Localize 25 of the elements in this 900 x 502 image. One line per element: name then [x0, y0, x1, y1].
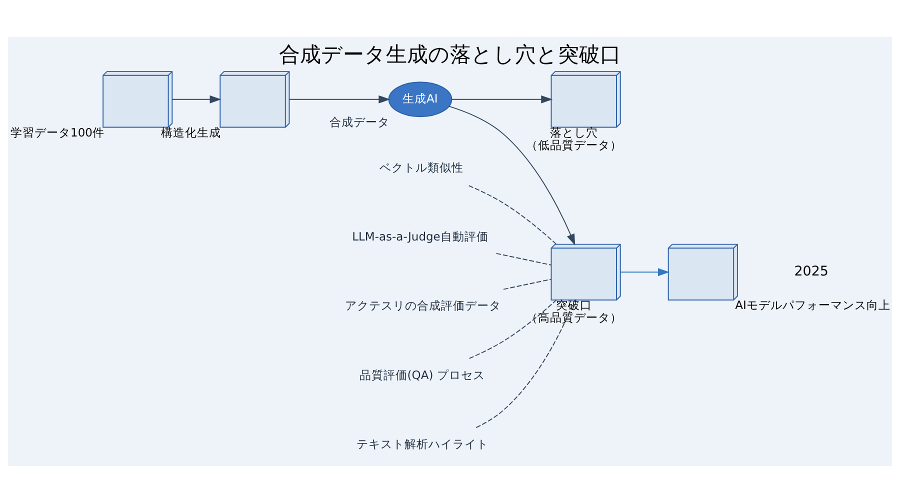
arrow	[451, 94, 553, 103]
node-text: アクテスリの合成評価データ	[344, 298, 501, 312]
node-text: ベクトル類似性	[379, 160, 464, 174]
connector	[503, 278, 552, 290]
node-text: LLM-as-a-Judge自動評価	[352, 229, 488, 244]
node-label: AIモデルパフォーマンス向上	[735, 298, 890, 312]
diagram-title: 合成データ生成の落とし穴と突破口	[279, 41, 621, 66]
node-label: 学習データ100件	[10, 124, 104, 139]
connector	[468, 299, 557, 358]
arrow	[172, 94, 222, 103]
connector	[468, 184, 557, 244]
arrow	[289, 94, 390, 103]
node-label: 構造化生成	[160, 124, 221, 139]
node-label: 落とし穴	[550, 124, 598, 139]
node-label: （低品質データ）	[526, 137, 622, 152]
node-label: 突破口	[556, 298, 592, 312]
label: 2025	[794, 264, 828, 280]
node-ellipse: 生成AI	[388, 81, 452, 117]
node-text: テキスト解析ハイライト	[356, 436, 488, 450]
node-label: 合成データ	[330, 114, 390, 128]
node-text: 品質評価(QA) プロセス	[359, 367, 485, 382]
arrow	[448, 105, 576, 246]
arrow	[620, 268, 670, 276]
connector	[476, 299, 576, 428]
connector	[496, 252, 552, 265]
